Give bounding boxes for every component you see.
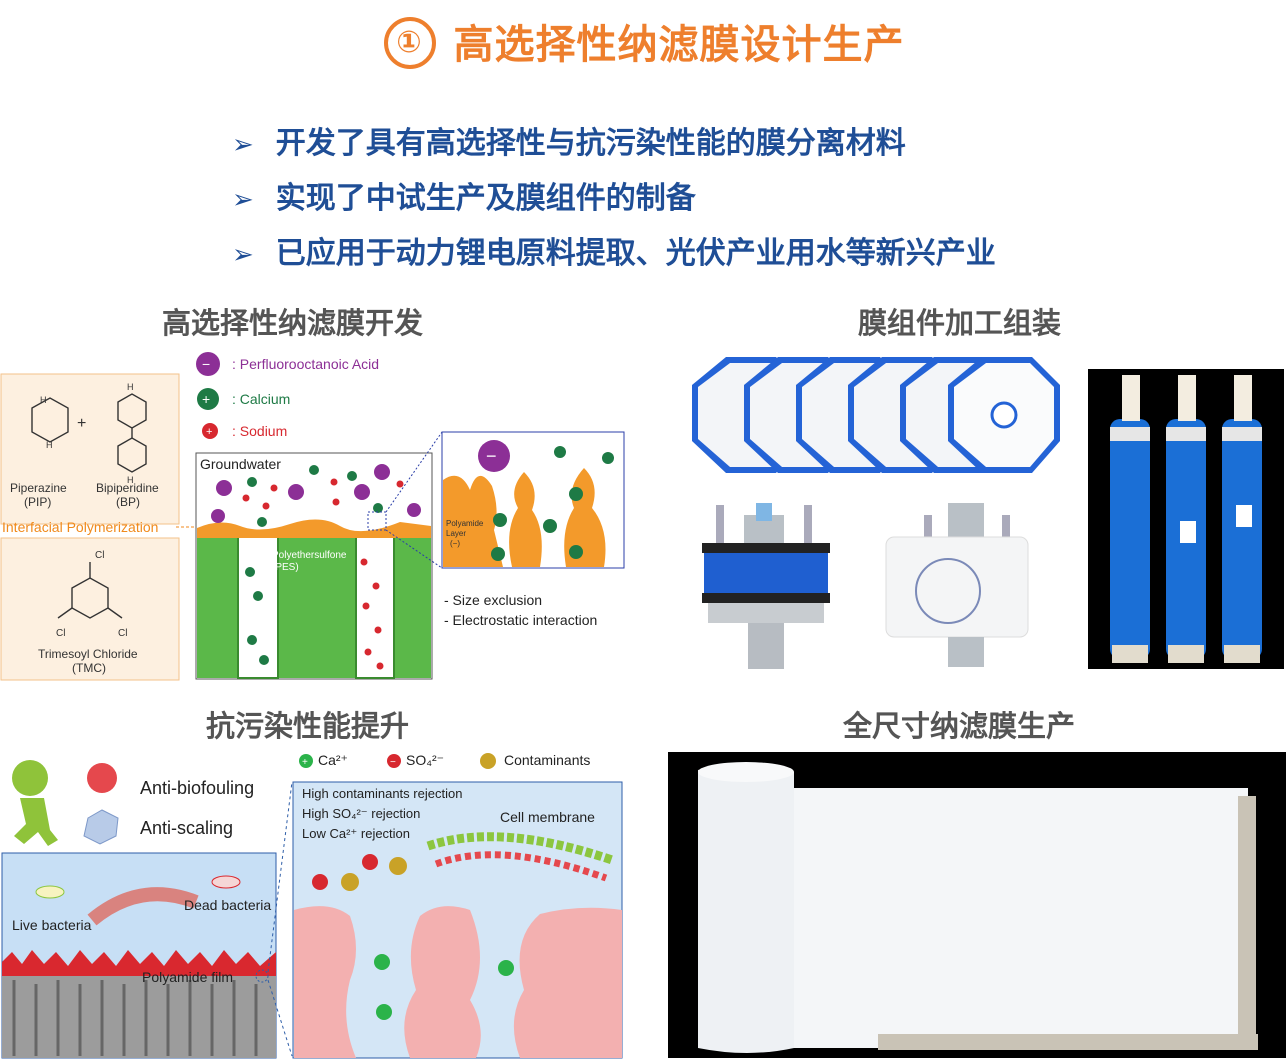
bullet-3: ➢已应用于动力锂电原料提取、光伏产业用水等新兴产业: [232, 236, 996, 271]
bp-label: Bipiperidine: [96, 481, 159, 495]
section-title-module-assembly: 膜组件加工组装: [858, 306, 1062, 340]
page-title: ① 高选择性纳滤膜设计生产: [0, 12, 1288, 70]
ruler-horizontal: [878, 1034, 1258, 1050]
title-number: ①: [383, 17, 436, 69]
rejection-ca: Low Ca²⁺ rejection: [302, 826, 410, 841]
so4-legend-icon: [387, 754, 401, 768]
crystal-scale-icon: [83, 809, 119, 845]
pa-layer-label: Polyamide: [446, 519, 484, 528]
dead-bacteria-icon: [211, 875, 241, 889]
module-photos: [692, 357, 1284, 669]
polyamide-layer: [197, 519, 431, 538]
anti-scaling-label: Anti-scaling: [140, 818, 233, 838]
pfoa-legend-icon: [196, 352, 220, 376]
title-text: 高选择性纳滤膜设计生产: [453, 22, 905, 68]
svg-text:−: −: [202, 356, 210, 372]
svg-text:Cl: Cl: [118, 628, 127, 639]
pip-abbr: (PIP): [24, 495, 51, 509]
sodium-legend-icon: [202, 423, 218, 439]
nanofiltration-diagram: H H + H H Piperazine (PIP) Bipiperidine …: [0, 352, 625, 681]
pes-abbr: (PES): [272, 562, 299, 573]
svg-text:H: H: [127, 382, 134, 392]
green-figure-icon: [12, 760, 58, 846]
mechanism-size-exclusion: - Size exclusion: [444, 592, 542, 608]
svg-text:+: +: [206, 426, 212, 438]
mechanism-electrostatic: - Electrostatic interaction: [444, 612, 597, 628]
arrow-right-icon: ➢: [232, 185, 254, 215]
legend-sodium: : Sodium: [232, 423, 287, 439]
contaminant-legend-icon: [480, 753, 496, 769]
membrane-roll: [698, 764, 794, 1053]
white-module-housing: [885, 503, 1029, 667]
tmc-structure: [57, 562, 123, 619]
ruler-vertical: [1238, 796, 1256, 1046]
svg-text:(−): (−): [450, 539, 460, 548]
arrow-right-icon: ➢: [232, 130, 254, 160]
plus-sign: +: [77, 415, 86, 432]
membrane-roll-photo: [668, 752, 1286, 1058]
pes-label: Polyethersulfone: [272, 550, 347, 561]
live-bacteria-label: Live bacteria: [12, 917, 92, 933]
bullet-2: ➢实现了中试生产及膜组件的制备: [232, 181, 696, 216]
svg-text:−: −: [486, 446, 497, 466]
rejection-so4: High SO₄²⁻ rejection: [302, 806, 420, 821]
legend-calcium: : Calcium: [232, 391, 290, 407]
bullet-1: ➢开发了具有高选择性与抗污染性能的膜分离材料: [232, 126, 906, 161]
monomer-box-tmc: [0, 537, 180, 681]
tmc-label: Trimesoyl Chloride: [38, 647, 138, 661]
bipiperidine-structure: [117, 393, 147, 473]
section-title-antifouling: 抗污染性能提升: [206, 709, 410, 743]
bp-abbr: (BP): [116, 495, 140, 509]
pip-label: Piperazine: [10, 481, 67, 495]
ip-label: Interfacial Polymerization: [2, 519, 158, 535]
legend-pfoa: : Perfluorooctanoic Acid: [232, 356, 379, 372]
rejection-contaminants: High contaminants rejection: [302, 786, 462, 801]
legend-contaminants: Contaminants: [504, 752, 590, 768]
svg-text:Cl: Cl: [56, 628, 65, 639]
arrow-right-icon: ➢: [232, 240, 254, 270]
groundwater-label: Groundwater: [200, 456, 281, 472]
calcium-legend-icon: [197, 388, 219, 410]
monomer-box-amines: [0, 373, 180, 525]
svg-text:−: −: [390, 757, 396, 768]
ca-legend-icon: [299, 754, 313, 768]
section-title-full-size: 全尺寸纳滤膜生产: [843, 709, 1076, 743]
legend-ca: Ca²⁺: [318, 752, 348, 768]
svg-text:Cl: Cl: [95, 550, 104, 561]
section-title-membrane-dev: 高选择性纳滤膜开发: [162, 306, 424, 340]
piperazine-structure: [31, 397, 69, 443]
disc-tube-module: [702, 503, 830, 669]
live-bacteria-icon: [35, 885, 65, 899]
svg-text:+: +: [302, 757, 308, 768]
unrolled-membrane-sheet: [788, 788, 1248, 1048]
svg-text:Layer: Layer: [446, 529, 466, 538]
svg-text:H: H: [40, 395, 47, 405]
membrane-discs: [692, 357, 1060, 473]
polyamide-film-label: Polyamide film: [142, 969, 233, 985]
bacteria-icon: [87, 763, 117, 793]
anti-biofouling-label: Anti-biofouling: [140, 778, 254, 798]
legend-so4: SO₄²⁻: [406, 752, 444, 768]
svg-text:H: H: [46, 440, 53, 450]
svg-text:H: H: [127, 475, 134, 485]
dead-bacteria-label: Dead bacteria: [184, 897, 271, 913]
svg-text:+: +: [202, 391, 210, 407]
tmc-abbr: (TMC): [72, 661, 106, 675]
antifouling-diagram: Anti-biofouling Anti-scaling Live bacter…: [1, 752, 623, 1059]
cell-membrane-label: Cell membrane: [500, 809, 595, 825]
